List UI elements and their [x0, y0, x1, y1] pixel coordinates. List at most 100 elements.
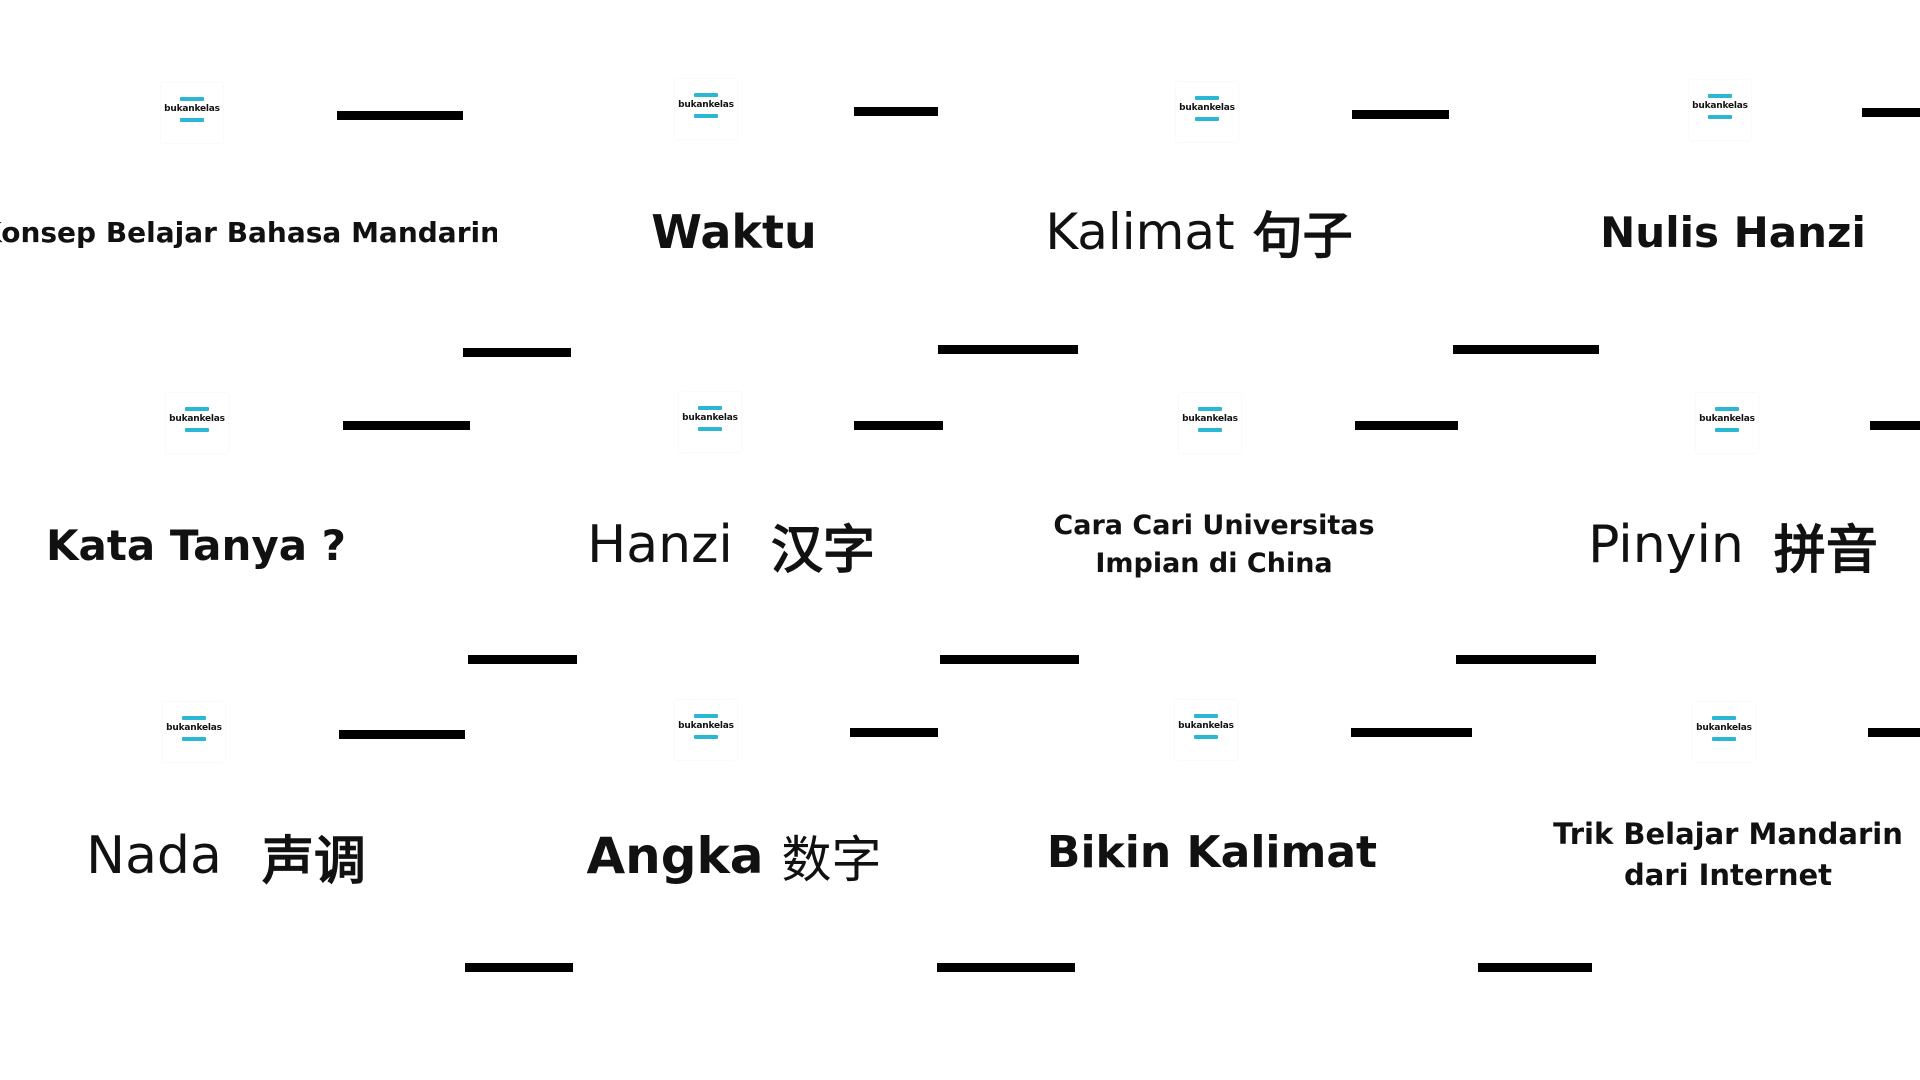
logo-accent-bar [180, 118, 204, 122]
card-title: Pinyin 拼音 [1472, 505, 1920, 585]
logo-accent-bar [185, 428, 209, 432]
decorative-rule [937, 963, 1075, 972]
decorative-rule [1456, 655, 1596, 664]
logo-accent-bar [1712, 716, 1736, 720]
bukankelas-logo: bukankelas [1693, 702, 1755, 762]
lesson-card-trik-belajar[interactable]: bukankelas Trik Belajar Mandarin dari In… [1472, 620, 1920, 933]
card-title-latin: Kalimat [1045, 203, 1235, 261]
logo-accent-bar [1198, 407, 1222, 411]
bukankelas-logo: bukankelas [679, 392, 741, 452]
card-title: Kalimat 句子 [960, 192, 1455, 272]
decorative-rule [1870, 421, 1920, 430]
logo-text: bukankelas [169, 414, 225, 424]
lesson-card-cara-cari-universitas[interactable]: bukankelas Cara Cari Universitas Impian … [960, 311, 1472, 624]
bukankelas-logo: bukankelas [1175, 700, 1237, 760]
decorative-rule [339, 730, 465, 739]
bukankelas-logo: bukankelas [675, 79, 737, 139]
logo-accent-bar [694, 114, 718, 118]
logo-text: bukankelas [678, 721, 734, 731]
logo-accent-bar [1194, 735, 1218, 739]
logo-accent-bar [698, 406, 722, 410]
decorative-rule [1868, 728, 1920, 737]
logo-text: bukankelas [1699, 414, 1755, 424]
decorative-rule [850, 728, 938, 737]
bukankelas-logo: bukankelas [1689, 80, 1751, 140]
logo-accent-bar [180, 97, 204, 101]
bukankelas-logo: bukankelas [1176, 82, 1238, 142]
card-title-text: Bikin Kalimat [1046, 826, 1378, 878]
logo-text: bukankelas [1696, 723, 1752, 733]
logo-accent-bar [1195, 117, 1219, 121]
logo-accent-bar [694, 93, 718, 97]
card-title-text: Kata Tanya ? [45, 520, 347, 570]
lesson-card-pinyin[interactable]: bukankelas Pinyin 拼音 [1472, 311, 1920, 624]
card-title-hanzi: 句子 [1252, 207, 1353, 265]
logo-accent-bar [1712, 737, 1736, 741]
decorative-rule [337, 111, 463, 120]
bukankelas-logo: bukankelas [166, 393, 228, 453]
card-title: Hanzi 汉字 [450, 505, 962, 585]
decorative-rule [1862, 108, 1920, 117]
lesson-card-kalimat[interactable]: bukankelas Kalimat 句子 [960, 0, 1472, 313]
logo-accent-bar [1198, 428, 1222, 432]
lesson-card-hanzi[interactable]: bukankelas Hanzi 汉字 [450, 311, 962, 624]
card-title-hanzi: 声调 [261, 831, 366, 892]
card-title-line: dari Internet [1623, 858, 1833, 892]
decorative-rule [1355, 421, 1458, 430]
card-title-hanzi: 拼音 [1773, 520, 1878, 581]
logo-accent-bar [1194, 714, 1218, 718]
logo-text: bukankelas [678, 100, 734, 110]
decorative-rule [343, 421, 470, 430]
logo-accent-bar [1195, 96, 1219, 100]
card-title-latin: Pinyin [1588, 515, 1744, 575]
decorative-rule [468, 655, 577, 664]
lesson-card-kata-tanya[interactable]: bukankelas Kata Tanya ? [0, 311, 512, 624]
decorative-rule [1478, 963, 1592, 972]
bukankelas-logo: bukankelas [1179, 393, 1241, 453]
card-title-text: Waktu [651, 205, 817, 259]
lesson-card-konsep[interactable]: bukankelas Konsep Belajar Bahasa Mandari… [0, 0, 497, 313]
card-title-line: Trik Belajar Mandarin [1553, 817, 1903, 852]
lesson-card-waktu[interactable]: bukankelas Waktu [448, 0, 960, 313]
lesson-card-nada[interactable]: bukankelas Nada 声调 [0, 620, 512, 933]
decorative-rule [465, 963, 573, 972]
lesson-card-angka[interactable]: bukankelas Angka 数字 [448, 620, 960, 933]
card-title-latin: Angka [586, 827, 764, 885]
bukankelas-logo: bukankelas [1696, 393, 1758, 453]
card-title: Angka 数字 [448, 816, 960, 896]
card-title-text: Konsep Belajar Bahasa Mandarin [0, 215, 497, 249]
logo-text: bukankelas [166, 723, 222, 733]
decorative-rule [854, 107, 938, 116]
bukankelas-logo: bukankelas [675, 700, 737, 760]
card-title: Waktu [448, 192, 960, 272]
logo-accent-bar [1708, 115, 1732, 119]
card-title: Bikin Kalimat [960, 812, 1468, 892]
lesson-card-nulis-hanzi[interactable]: bukankelas Nulis Hanzi [1472, 0, 1920, 313]
card-title-line: Cara Cari Universitas [1053, 510, 1375, 542]
decorative-rule [1352, 110, 1449, 119]
logo-accent-bar [1715, 428, 1739, 432]
logo-accent-bar [185, 407, 209, 411]
card-title: Nulis Hanzi [1472, 192, 1920, 272]
decorative-rule [1351, 728, 1472, 737]
logo-text: bukankelas [1179, 103, 1235, 113]
logo-text: bukankelas [1692, 101, 1748, 111]
logo-accent-bar [694, 735, 718, 739]
logo-accent-bar [182, 737, 206, 741]
card-title-latin: Nada [86, 826, 222, 886]
card-title: Cara Cari Universitas Impian di China [960, 505, 1470, 585]
decorative-rule [854, 421, 943, 430]
logo-accent-bar [182, 716, 206, 720]
logo-text: bukankelas [1178, 721, 1234, 731]
logo-accent-bar [1715, 407, 1739, 411]
bukankelas-logo: bukankelas [161, 83, 223, 143]
logo-accent-bar [694, 714, 718, 718]
decorative-rule [463, 348, 571, 357]
lesson-card-bikin-kalimat[interactable]: bukankelas Bikin Kalimat [960, 620, 1472, 933]
card-title-latin: Hanzi [587, 515, 733, 575]
decorative-rule [1453, 345, 1599, 354]
card-title: Konsep Belajar Bahasa Mandarin [0, 192, 497, 272]
card-title-text: Nulis Hanzi [1600, 207, 1866, 257]
logo-text: bukankelas [682, 413, 738, 423]
